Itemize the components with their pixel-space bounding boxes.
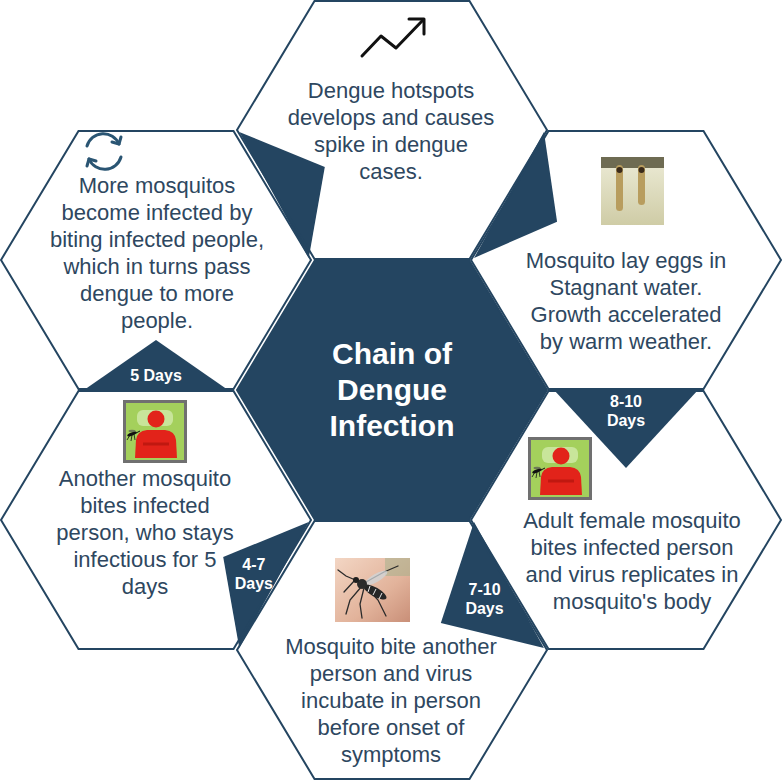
trend-icon xyxy=(362,20,423,56)
step-hexagon: Another mosquito bites infected person, … xyxy=(0,390,312,650)
mosquito-photo xyxy=(344,580,355,592)
mosquito-photo xyxy=(385,558,410,576)
arrow-wedge xyxy=(223,522,309,648)
mosquito-photo xyxy=(373,589,376,595)
cycle-icon xyxy=(87,134,121,170)
duration-label: 5 Days xyxy=(121,366,191,385)
step-hexagon: Mosquito lay eggs in Stagnant water. Gro… xyxy=(470,130,782,390)
larvae-photo xyxy=(601,157,664,225)
bite-pictogram xyxy=(125,402,186,462)
larvae-photo xyxy=(617,167,623,173)
hexagon-outline xyxy=(237,521,547,779)
larvae-photo xyxy=(601,157,664,168)
duration-label: 4-7 Days xyxy=(231,555,277,593)
trend-icon xyxy=(409,19,424,34)
step-text: More mosquitos become infected by biting… xyxy=(45,172,269,334)
step-hexagon: Dengue hotspots develops and causes spik… xyxy=(236,0,548,260)
larvae-photo xyxy=(639,167,645,173)
arrow-wedge xyxy=(84,340,228,390)
arrow-wedge xyxy=(554,390,698,468)
edge-label-holder: 8-10 Days xyxy=(603,392,649,430)
hexagon-outline xyxy=(237,1,547,259)
arrow-wedge xyxy=(554,390,698,468)
cycle-icon xyxy=(87,159,96,166)
step-text: Another mosquito bites infected person, … xyxy=(55,465,235,600)
larvae-photo xyxy=(601,157,664,225)
mosquito-photo xyxy=(368,586,370,592)
step-text: Adult female mosquito bites infected per… xyxy=(518,507,746,615)
duration-label: 8-10 Days xyxy=(603,392,649,430)
duration-label: 7-10 Days xyxy=(462,580,508,618)
mosquito-photo xyxy=(335,558,410,622)
mosquito-photo xyxy=(379,593,382,599)
hexagon-outline xyxy=(471,391,781,649)
edge-label-holder: 7-10 Days xyxy=(462,580,508,618)
hexagon-outline xyxy=(237,261,547,519)
bite-pictogram xyxy=(530,439,591,499)
step-text: Dengue hotspots develops and causes spik… xyxy=(284,77,499,185)
mosquito-photo xyxy=(360,588,364,618)
mosquito-photo xyxy=(335,558,410,622)
diagram-heading: Chain of Dengue Infection xyxy=(322,336,462,444)
mosquito-photo xyxy=(338,566,398,618)
arrow-wedge xyxy=(474,132,557,258)
hexagon-outline xyxy=(471,131,781,389)
hexagon-outline xyxy=(1,391,311,649)
step-text: Mosquito lay eggs in Stagnant water. Gro… xyxy=(520,247,732,355)
arrow-wedge xyxy=(474,132,557,258)
arrow-wedge xyxy=(223,522,309,648)
larvae-photo xyxy=(638,165,645,205)
arrow-wedge xyxy=(84,340,228,390)
mosquito-photo xyxy=(346,586,362,614)
step-hexagon: Mosquito bite another person and virus i… xyxy=(236,520,548,780)
edge-label-holder: 5 Days xyxy=(121,366,191,385)
step-hexagon: More mosquitos become infected by biting… xyxy=(0,130,312,390)
trend-icon xyxy=(362,19,424,56)
edge-label-holder: 4-7 Days xyxy=(231,555,277,593)
cycle-icon xyxy=(112,137,121,144)
center-hexagon: Chain of Dengue Infection xyxy=(236,260,548,520)
mosquito-photo xyxy=(338,570,360,582)
hexagon-outline xyxy=(1,131,311,389)
step-text: Mosquito bite another person and virus i… xyxy=(276,633,506,768)
larvae-photo xyxy=(616,165,623,211)
mosquito-photo xyxy=(353,577,359,583)
